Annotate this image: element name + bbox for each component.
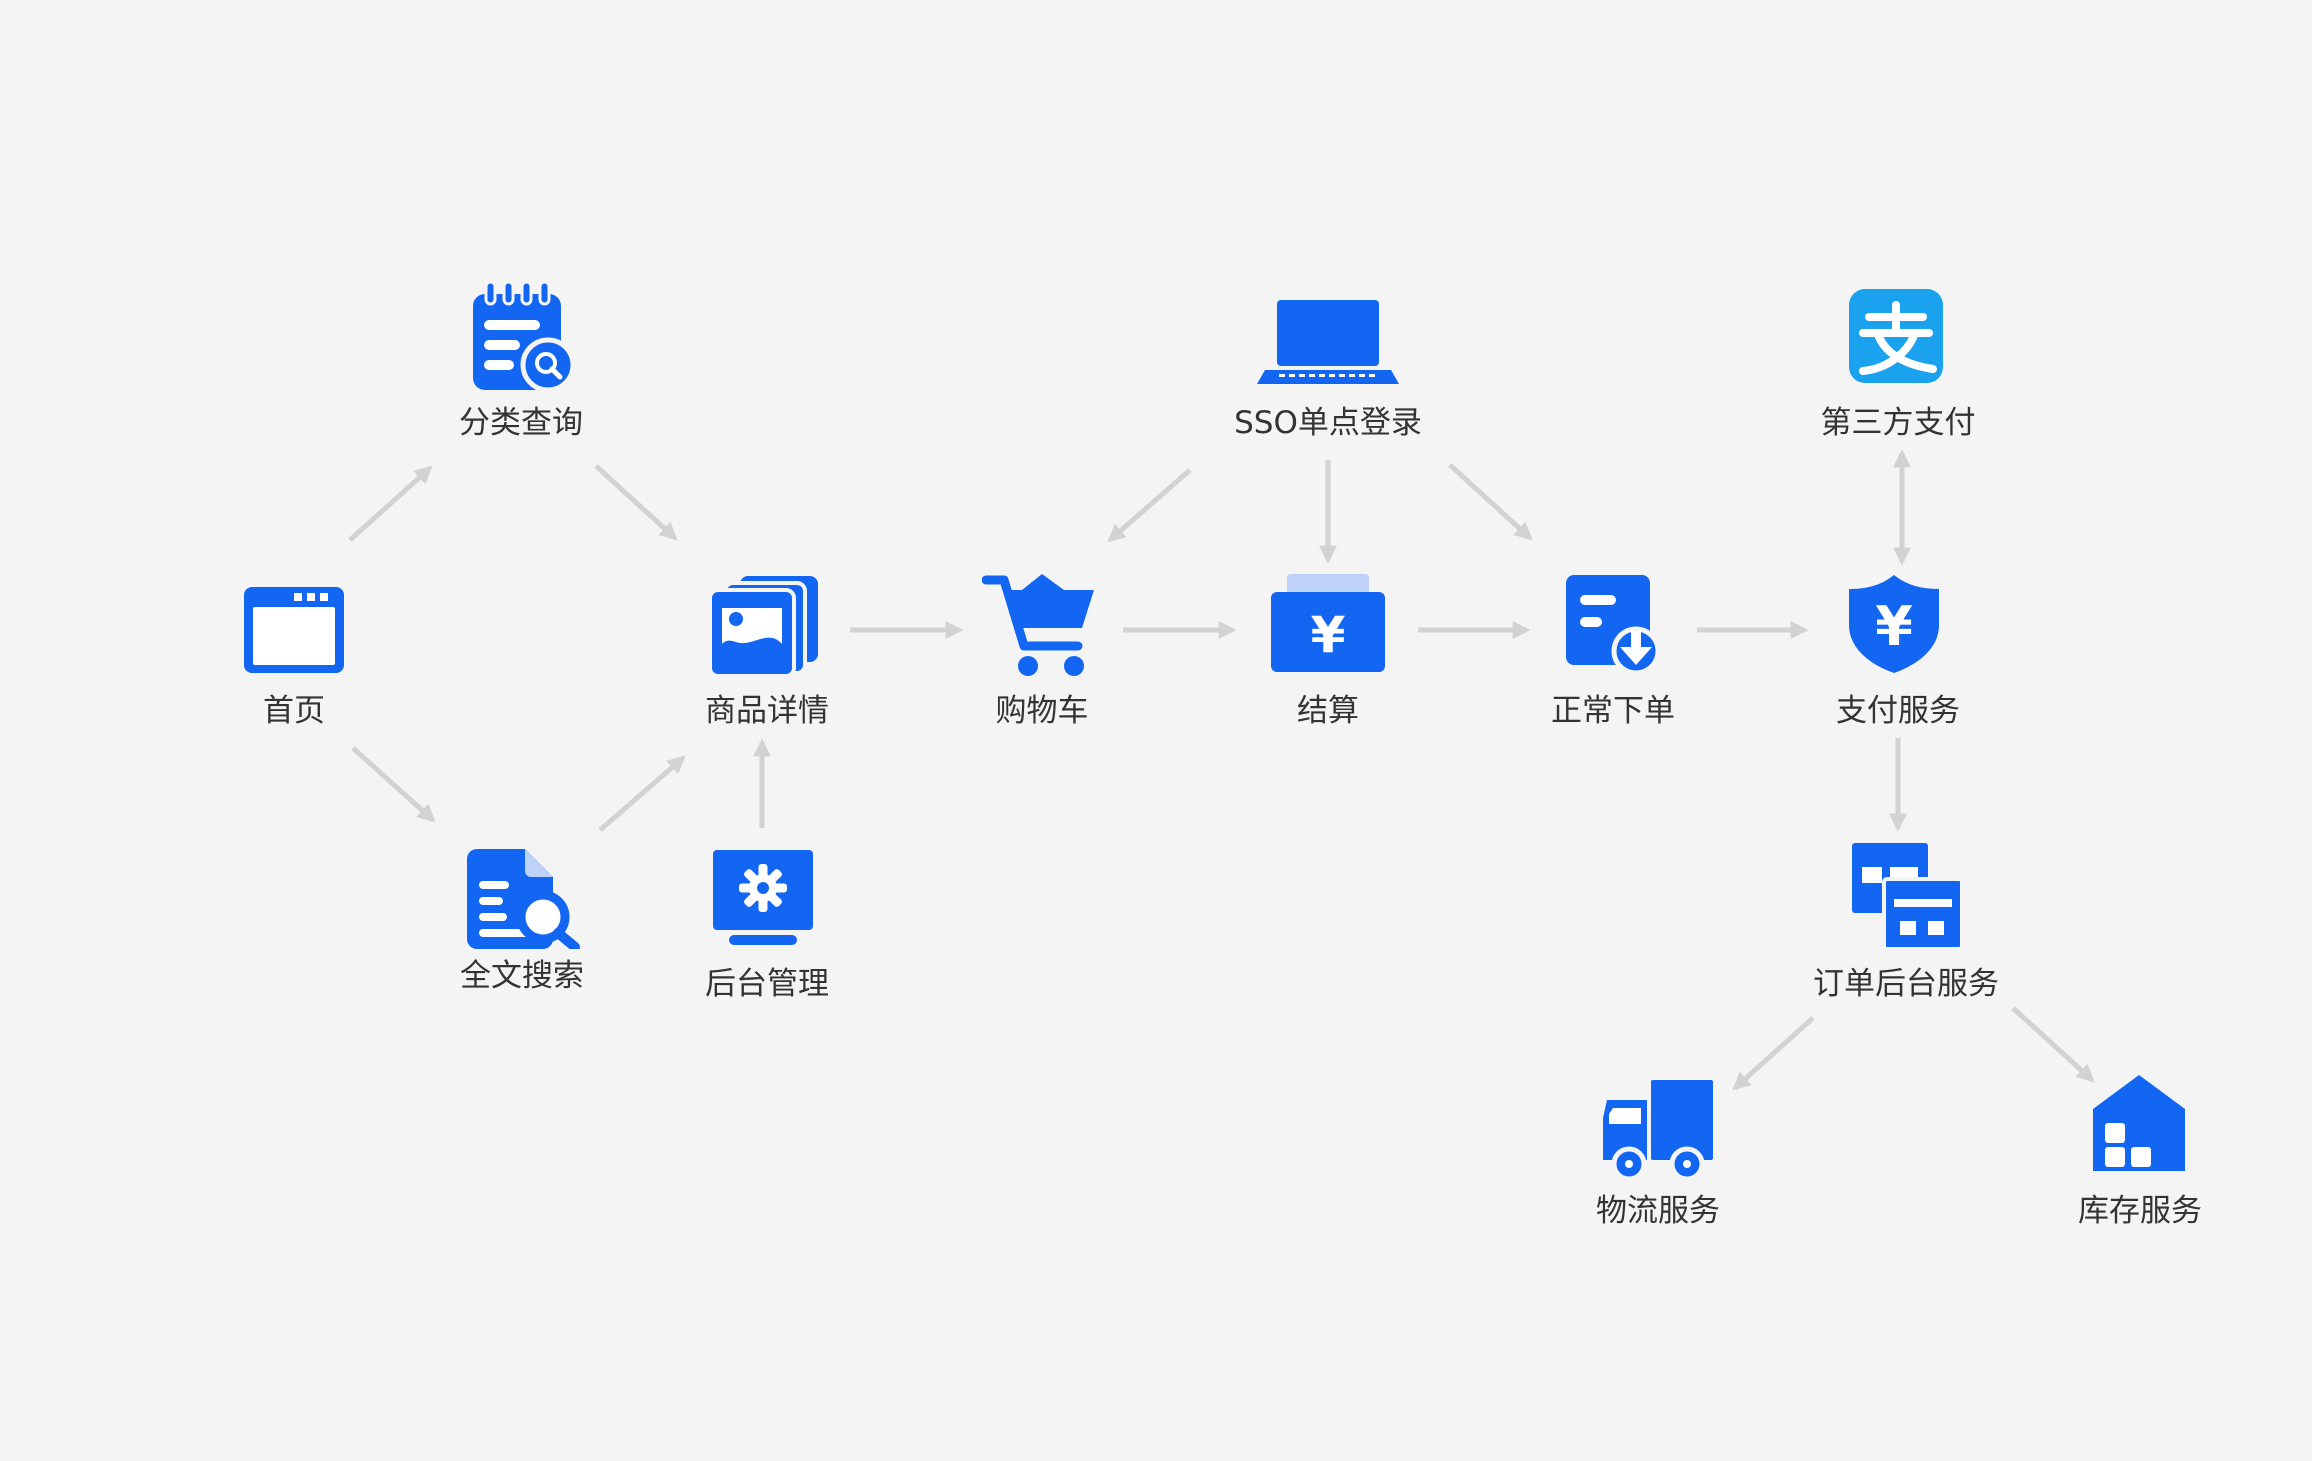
node-admin-console-label: 后台管理 [705, 966, 829, 1002]
node-category-query-label: 分类查询 [459, 405, 583, 441]
alipay-icon [1849, 289, 1943, 383]
node-order-backend-label: 订单后台服务 [1813, 966, 1999, 1002]
node-product-detail-label: 商品详情 [705, 693, 829, 729]
node-logistics[interactable] [1601, 1078, 1715, 1186]
node-place-order[interactable] [1564, 573, 1661, 681]
order-download-icon [1566, 575, 1661, 676]
node-payment-service[interactable]: ¥ [1847, 573, 1941, 679]
arrow-sso-login-to-cart [1107, 468, 1192, 543]
svg-text:¥: ¥ [1875, 595, 1913, 658]
arrow-fulltext-search-to-product-detail [598, 755, 686, 832]
node-checkout-label: 结算 [1297, 693, 1359, 729]
arrow-order-backend-to-inventory [2011, 1006, 2095, 1083]
svg-text:¥: ¥ [1311, 606, 1346, 664]
notepad-search-icon [473, 280, 576, 393]
node-order-backend[interactable] [1850, 841, 1964, 955]
node-checkout[interactable]: ¥ [1269, 572, 1387, 678]
node-sso-login-label: SSO单点登录 [1234, 405, 1422, 441]
node-fulltext-search-label: 全文搜索 [460, 958, 584, 994]
node-third-party-pay[interactable] [1849, 289, 1943, 387]
node-category-query[interactable] [468, 280, 576, 396]
yen-wallet-icon: ¥ [1271, 574, 1385, 672]
yen-shield-icon: ¥ [1849, 575, 1939, 673]
shopping-cart-icon [981, 574, 1094, 676]
delivery-truck-icon [1603, 1080, 1713, 1182]
node-cart-label: 购物车 [995, 693, 1089, 729]
browser-window-icon [244, 587, 344, 673]
node-inventory[interactable] [2091, 1073, 2187, 1177]
node-fulltext-search[interactable] [465, 847, 583, 953]
monitor-gear-icon [713, 850, 813, 945]
warehouse-icon [2093, 1075, 2185, 1171]
arrow-home-to-category-query [348, 465, 433, 542]
image-gallery-icon [708, 576, 818, 678]
node-product-detail[interactable] [708, 574, 820, 682]
arrow-home-to-fulltext-search [351, 746, 436, 823]
node-sso-login[interactable] [1255, 298, 1401, 392]
laptop-icon [1257, 300, 1399, 384]
node-third-party-pay-label: 第三方支付 [1820, 405, 1976, 441]
node-inventory-label: 库存服务 [2078, 1193, 2202, 1229]
arrow-sso-login-to-place-order [1448, 463, 1533, 541]
document-search-icon [467, 849, 580, 952]
stacked-windows-icon [1852, 843, 1964, 951]
arrow-category-query-to-product-detail [594, 464, 678, 541]
node-logistics-label: 物流服务 [1596, 1193, 1720, 1229]
arrow-order-backend-to-logistics [1732, 1016, 1815, 1091]
node-home-label: 首页 [263, 693, 325, 729]
node-admin-console[interactable] [711, 848, 815, 952]
node-cart[interactable] [981, 572, 1098, 682]
node-home[interactable] [242, 585, 346, 679]
node-place-order-label: 正常下单 [1551, 693, 1675, 729]
node-payment-service-label: 支付服务 [1836, 693, 1960, 729]
